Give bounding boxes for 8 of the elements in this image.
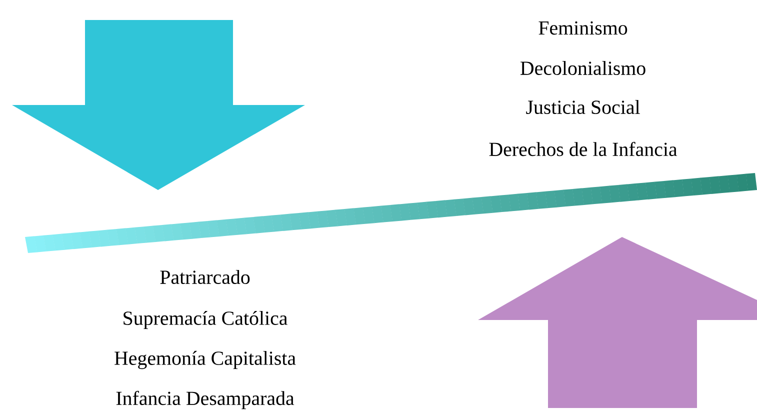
- concept-label: Supremacía Católica: [124, 310, 288, 330]
- concept-label: Feminismo: [538, 21, 628, 35]
- concept-label: Patriarcado: [160, 270, 250, 284]
- concept-label: Decolonialismo: [520, 61, 646, 75]
- concept-label: Justicia Social: [526, 100, 640, 114]
- concept-label: Infancia Desamparada: [116, 390, 294, 410]
- concept-label: Derechos de la Infancia: [489, 142, 678, 156]
- concept-label: Hegemonía Capitalista: [114, 350, 296, 370]
